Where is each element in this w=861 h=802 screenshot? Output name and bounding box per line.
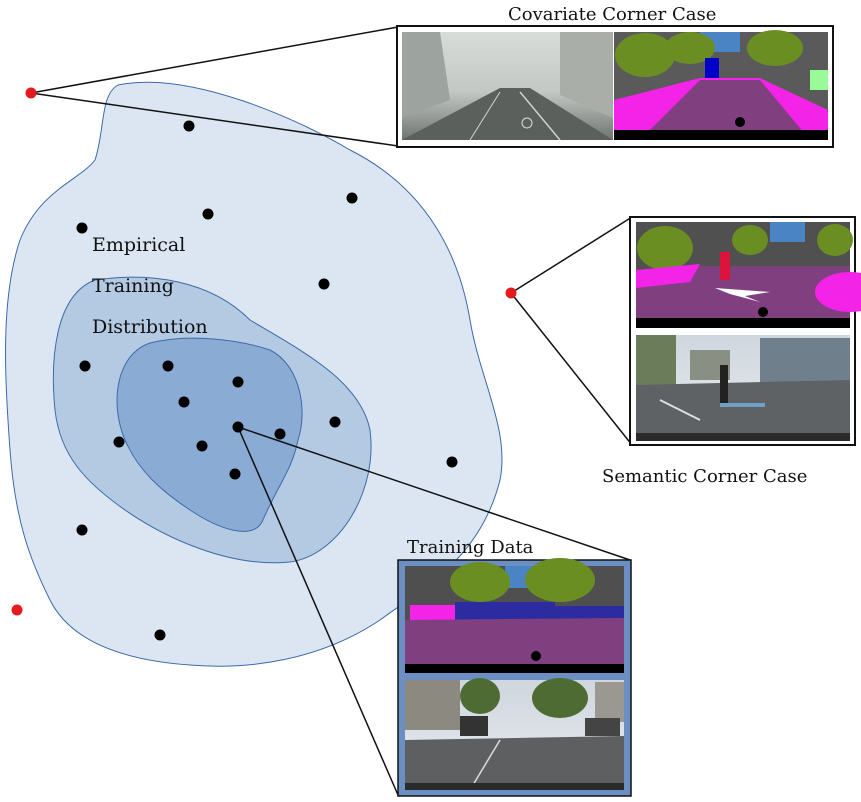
inlier-point [232,376,244,388]
distribution-label-line1: Empirical [92,234,185,256]
semantic-photo [636,335,850,441]
covariate-title: Covariate Corner Case [508,4,716,25]
semantic-connector-bottom [510,292,633,446]
inlier-point [232,421,244,433]
inlier-point [154,629,166,641]
inlier-point [178,396,190,408]
covariate-connector-bottom [30,92,399,147]
inner-contour [116,337,303,532]
semantic-title: Semantic Corner Case [602,466,807,487]
inlier-point [79,360,91,372]
connector-lines [30,26,633,796]
covariate-panel: Covariate Corner Case [396,4,834,148]
covariate-fog-photo [402,32,613,141]
inlier-point [318,278,330,290]
training-connector-top [237,426,631,561]
training-photo [405,678,624,791]
training-connector-bottom [237,426,399,796]
training-title: Training Data [407,537,534,558]
inlier-point [162,360,174,372]
inlier-point [229,468,241,480]
distribution-label-line3: Distribution [92,316,208,338]
outlier-point [11,604,23,616]
distribution-label-line2: Training [92,275,174,297]
inlier-point [76,524,88,536]
inlier-point [346,192,358,204]
training-panel: Training Data [397,537,632,797]
inlier-points [76,120,458,641]
inlier-point [183,120,195,132]
inlier-point [274,428,286,440]
inlier-point [196,440,208,452]
inlier-point [202,208,214,220]
covariate-outlier-point [25,87,37,99]
distribution-contours [5,81,503,667]
semantic-connector-top [510,216,633,294]
distribution-label: Empirical Training Distribution [92,234,208,338]
outlier-points [11,87,517,616]
inlier-point [446,456,458,468]
training-segmentation [405,558,624,673]
inlier-point [329,416,341,428]
covariate-segmentation [614,30,828,140]
semantic-outlier-point [505,287,517,299]
inlier-point [76,222,88,234]
inlier-point [113,436,125,448]
semantic-panel: Semantic Corner Case [602,216,861,487]
semantic-segmentation [636,222,861,328]
covariate-connector-top [30,26,399,94]
